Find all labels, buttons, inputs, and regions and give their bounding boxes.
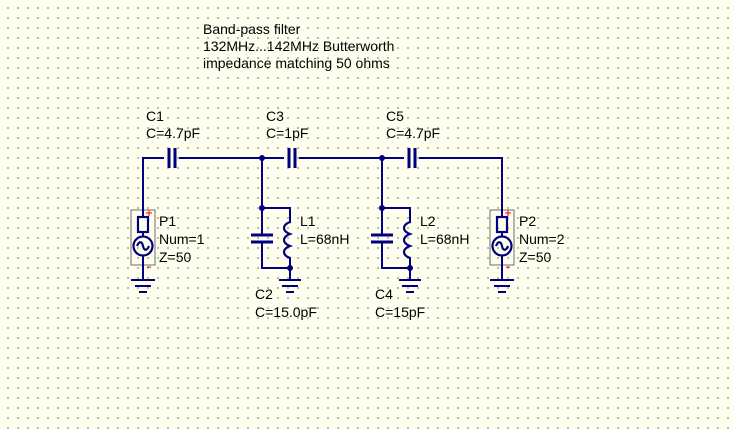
- port-p2-symbol[interactable]: [489, 209, 515, 268]
- l1-name: L1: [300, 213, 316, 229]
- c5-value: C=4.7pF: [386, 125, 441, 141]
- inductor-l1-symbol[interactable]: [282, 220, 294, 260]
- junction-node: [379, 205, 385, 211]
- c1-name: C1: [146, 108, 164, 124]
- junction-node: [379, 155, 385, 161]
- l2-name: L2: [420, 213, 436, 229]
- p2-num: Num=2: [519, 231, 565, 247]
- p1-num: Num=1: [159, 231, 205, 247]
- title-line-3: impedance matching 50 ohms: [203, 55, 390, 71]
- junction-node: [407, 265, 413, 271]
- port-p1-symbol[interactable]: [130, 209, 156, 268]
- junction-node: [259, 155, 265, 161]
- p2-impedance: Z=50: [519, 249, 552, 265]
- capacitor-c4-symbol[interactable]: [371, 233, 393, 244]
- l1-value: L=68nH: [300, 231, 350, 247]
- title-line-2: 132MHz...142MHz Butterworth: [203, 38, 395, 54]
- c2-value: C=15.0pF: [255, 304, 317, 320]
- capacitor-c3-symbol[interactable]: [287, 148, 297, 168]
- ground-icon: [490, 279, 514, 293]
- wires: [142, 157, 503, 281]
- c3-value: C=1pF: [266, 125, 309, 141]
- title-line-1: Band-pass filter: [203, 21, 301, 37]
- l2-value: L=68nH: [420, 231, 470, 247]
- capacitor-c1-symbol[interactable]: [167, 148, 177, 168]
- capacitor-c5-symbol[interactable]: [407, 148, 417, 168]
- c2-name: C2: [255, 286, 273, 302]
- p1-name: P1: [159, 213, 177, 229]
- c4-name: C4: [375, 286, 393, 302]
- ground-icon: [279, 279, 301, 293]
- p1-impedance: Z=50: [159, 249, 192, 265]
- c5-name: C5: [386, 108, 404, 124]
- c3-name: C3: [266, 108, 284, 124]
- c1-value: C=4.7pF: [146, 125, 201, 141]
- c4-value: C=15pF: [375, 304, 426, 320]
- capacitor-c2-symbol[interactable]: [251, 233, 273, 244]
- junction-node: [287, 265, 293, 271]
- p2-name: P2: [519, 213, 537, 229]
- ground-icon: [399, 279, 421, 293]
- inductor-l2-symbol[interactable]: [402, 220, 414, 260]
- junction-node: [259, 205, 265, 211]
- ground-icon: [131, 279, 155, 293]
